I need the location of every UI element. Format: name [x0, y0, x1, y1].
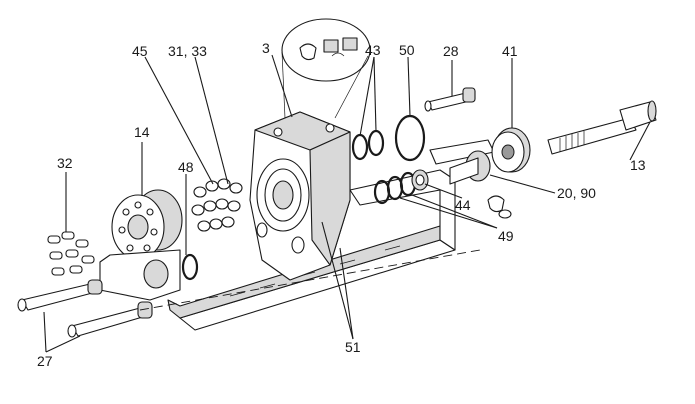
- seal-rings-part-43: [351, 129, 385, 161]
- large-ring-part-50: [394, 114, 426, 162]
- plug-part-28: [424, 87, 476, 112]
- label-48: 48: [178, 159, 194, 175]
- label-31-33: 31, 33: [168, 43, 207, 59]
- piston-bundle-parts-31-33: [191, 178, 243, 232]
- label-41: 41: [502, 43, 518, 59]
- label-20-90: 20, 90: [557, 185, 596, 201]
- inset-detail-bubble: [281, 18, 371, 119]
- label-49: 49: [498, 228, 514, 244]
- pins-part-32: [47, 231, 95, 276]
- main-housing-part-3: [249, 111, 351, 281]
- label-3: 3: [262, 40, 270, 56]
- label-32: 32: [57, 155, 73, 171]
- o-ring-part-48: [181, 253, 199, 281]
- label-14: 14: [134, 124, 150, 140]
- label-28: 28: [443, 43, 459, 59]
- bushing-part-44: [411, 169, 429, 191]
- leader-lines: [43, 54, 651, 353]
- shaft-part-20-90: [429, 139, 495, 185]
- label-44: 44: [455, 197, 471, 213]
- rotor-part-14: [111, 189, 183, 260]
- side-bracket: [99, 249, 181, 301]
- bearing-part-41: [491, 127, 531, 173]
- long-pistons-part-27: [17, 279, 153, 338]
- assembly-centerline: [139, 249, 481, 311]
- label-13: 13: [630, 157, 646, 173]
- drive-shaft-part-13: [547, 100, 657, 155]
- rings-part-49: [373, 171, 512, 219]
- label-51: 51: [345, 339, 361, 355]
- label-45: 45: [132, 43, 148, 59]
- label-50: 50: [399, 42, 415, 58]
- label-27: 27: [37, 353, 53, 369]
- label-43: 43: [365, 42, 381, 58]
